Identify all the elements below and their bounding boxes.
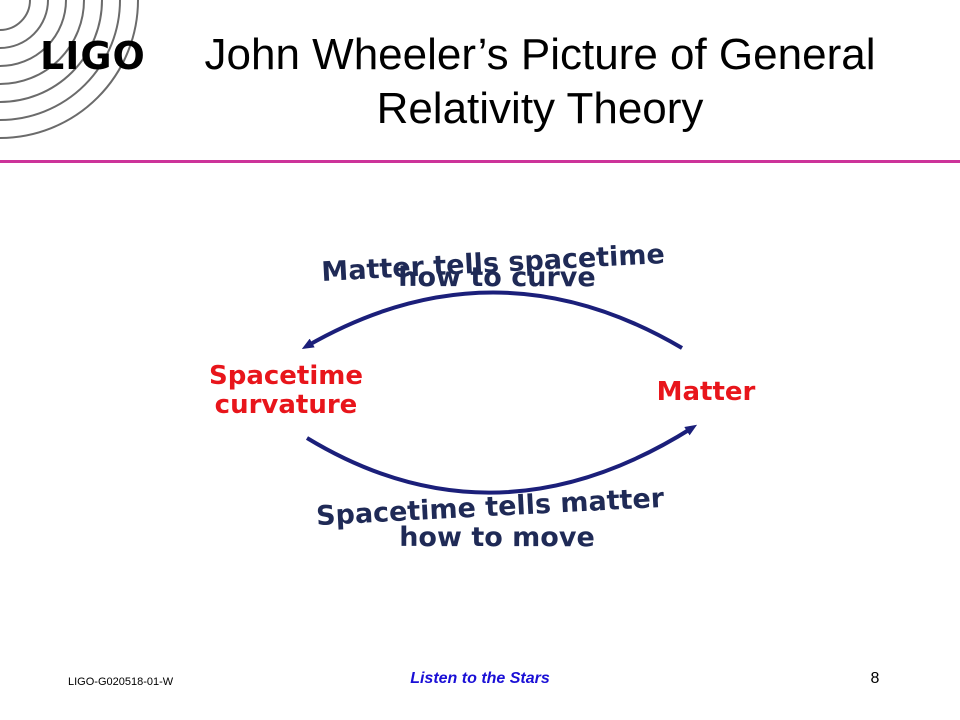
top-arc-arrow xyxy=(301,290,684,350)
ligo-logo-text: LIGO xyxy=(40,34,146,78)
footer-document-id: LIGO-G020518-01-W xyxy=(68,676,174,688)
top-arc-label-line2: how to curve xyxy=(398,262,595,293)
footer-title: Listen to the Stars xyxy=(410,670,550,687)
ligo-logo-arcs xyxy=(0,0,139,139)
node-spacetime-curvature-line1: Spacetime xyxy=(209,361,363,391)
title-divider xyxy=(0,160,960,163)
node-spacetime-curvature-line2: curvature xyxy=(215,390,358,420)
bottom-arc-label-line2: how to move xyxy=(399,522,595,553)
node-matter: Matter xyxy=(657,377,756,407)
page-number: 8 xyxy=(870,670,880,687)
bottom-arc-arrow xyxy=(305,424,698,495)
slide-title: John Wheeler’s Picture of General Relati… xyxy=(204,30,876,133)
